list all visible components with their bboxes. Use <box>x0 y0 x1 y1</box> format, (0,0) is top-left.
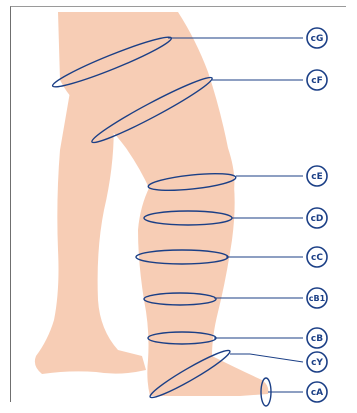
connector-cy-right <box>250 354 303 362</box>
badge-cb1: cB1 <box>307 288 327 308</box>
badge-cb: cB <box>307 328 327 348</box>
label-badges: cG cF cE cD cC cB1 cB cY <box>307 28 327 402</box>
badge-cg: cG <box>307 28 327 48</box>
label-cf: cF <box>311 76 322 86</box>
badge-cc: cC <box>307 247 327 267</box>
badge-ce: cE <box>307 166 327 186</box>
badge-cd: cD <box>307 208 327 228</box>
badge-ca: cA <box>307 382 327 402</box>
label-cy: cY <box>311 358 323 368</box>
label-cg: cG <box>311 34 324 44</box>
label-cd: cD <box>311 214 324 224</box>
label-ce: cE <box>311 172 322 182</box>
label-ca: cA <box>311 388 323 398</box>
label-cb1: cB1 <box>309 294 326 303</box>
badge-cf: cF <box>307 70 327 90</box>
badge-cy: cY <box>307 352 327 372</box>
label-cb: cB <box>311 334 323 344</box>
label-cc: cC <box>311 253 323 263</box>
